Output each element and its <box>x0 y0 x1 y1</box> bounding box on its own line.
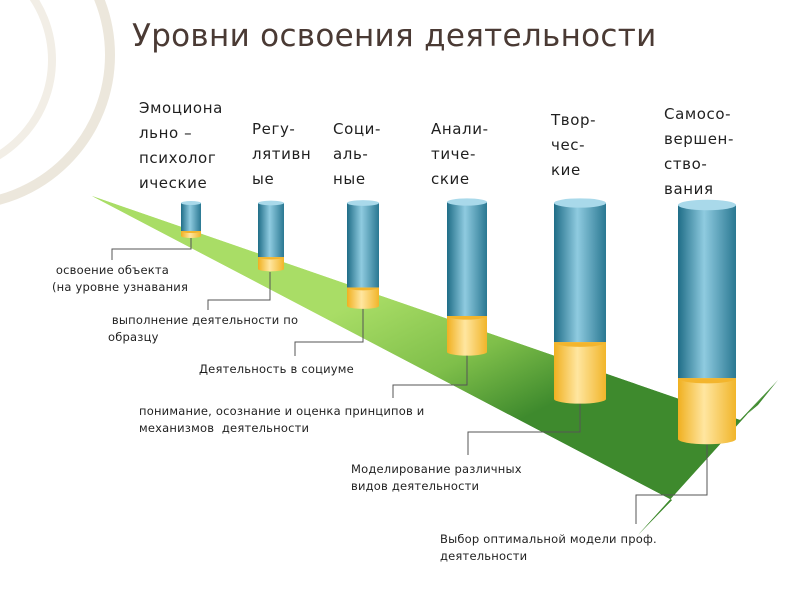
leader-line-4 <box>392 353 468 398</box>
caption-optimal-model: Выбор оптимальной модели проф. деятельно… <box>440 532 657 563</box>
progress-arrow-head <box>92 196 778 535</box>
level-label-analytic: Анали- тиче- ские <box>431 120 489 188</box>
caption-principles-understanding: понимание, осознание и оценка принципов … <box>139 404 425 435</box>
cylinder-self-improvement <box>678 199 736 445</box>
leader-line-6 <box>635 440 708 524</box>
caption-object-recognition: освоение объекта (на уровне узнавания <box>52 263 189 294</box>
cylinder-social <box>347 200 379 309</box>
cylinder-regulative <box>258 200 284 272</box>
level-label-self-improvement: Самосо- вершен- ство- вания <box>664 105 734 198</box>
level-label-creative: Твор- чес- кие <box>551 111 597 179</box>
leader-line-3 <box>294 307 364 356</box>
cylinder-creative <box>554 198 606 404</box>
leader-line-2 <box>207 272 271 310</box>
leader-line-5 <box>467 400 581 455</box>
leader-line-1 <box>111 238 192 260</box>
level-label-regulative: Регу- лятивн ые <box>252 120 312 188</box>
caption-pattern-execution: выполнение деятельности по образцу <box>108 313 299 344</box>
level-label-emotional: Эмоциона льно – психолог ические <box>139 99 223 192</box>
cylinder-analytic <box>447 198 487 356</box>
level-label-social: Соци- аль- ные <box>333 120 382 188</box>
cylinder-emotional <box>181 201 201 238</box>
caption-society-activity: Деятельность в социуме <box>199 362 354 376</box>
caption-activity-modeling: Моделирование различных видов деятельнос… <box>351 462 522 493</box>
page-title: Уровни освоения деятельности <box>132 18 657 54</box>
